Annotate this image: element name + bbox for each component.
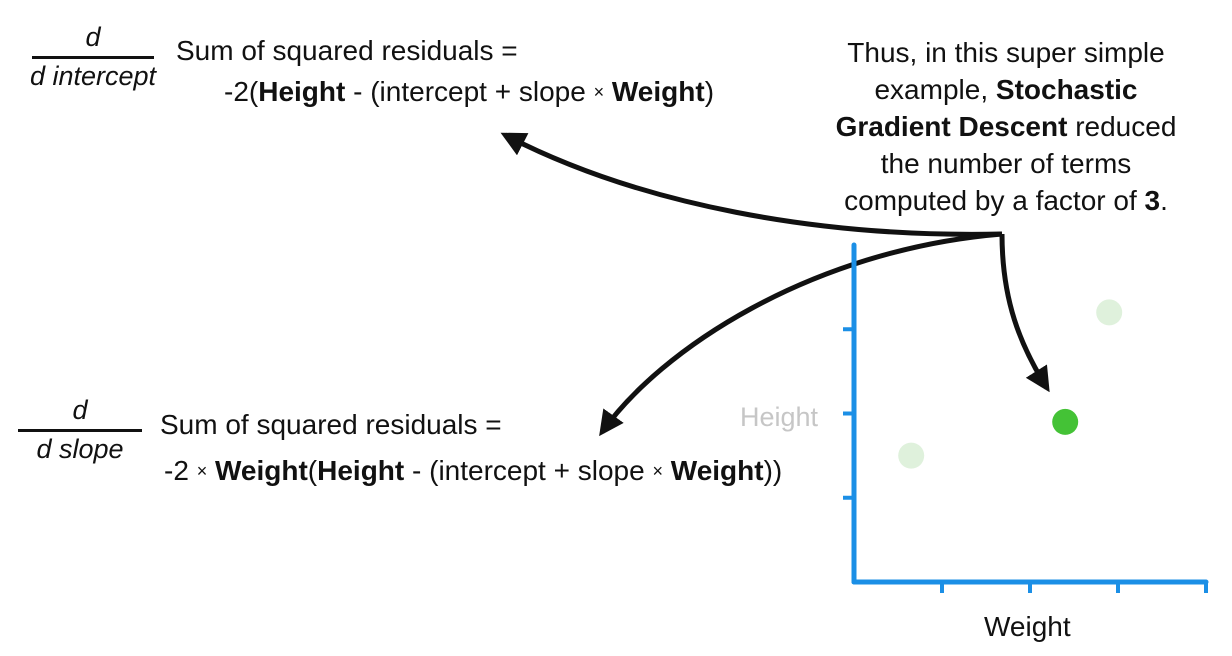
note-line: Thus, in this super simple	[847, 37, 1165, 68]
faded-data-point	[1096, 299, 1123, 326]
rhs-height: Height	[258, 76, 346, 107]
note-line: computed by a factor of 3.	[800, 182, 1212, 219]
rhs-text: - (intercept + slope	[345, 76, 594, 107]
rhs-weight: Weight	[670, 455, 764, 486]
note-text: example,	[874, 74, 996, 105]
rhs-text: )	[704, 76, 715, 107]
scatter-chart	[843, 242, 1209, 593]
note-text: .	[1160, 185, 1168, 216]
slope-derivative-lhs: Sum of squared residuals =	[160, 409, 502, 440]
arrow-to-highlighted-point	[999, 233, 1050, 393]
fraction-denominator: d slope	[36, 434, 124, 464]
note-emphasis: Gradient Descent	[835, 111, 1068, 142]
note-emphasis: 3	[1144, 185, 1161, 216]
rhs-weight: Weight	[611, 76, 705, 107]
x-axis-label: Weight	[984, 611, 1071, 642]
y-axis-label: Height	[740, 402, 819, 432]
rhs-text: ))	[763, 455, 783, 486]
slope-derivative-rhs: -2 × Weight(Height - (intercept + slope …	[164, 457, 782, 485]
note-text: computed by a factor of	[844, 185, 1145, 216]
intercept-derivative-fraction: d d intercept	[18, 24, 168, 90]
note-emphasis: Stochastic	[995, 74, 1138, 105]
fraction-numerator: d	[85, 22, 101, 52]
times-symbol: ×	[593, 82, 605, 102]
rhs-height: Height	[317, 455, 405, 486]
arrow-to-intercept-derivative	[500, 132, 1003, 237]
note-line: Gradient Descent reduced	[800, 108, 1212, 145]
times-symbol: ×	[652, 461, 663, 481]
rhs-text: - (intercept + slope	[404, 455, 653, 486]
rhs-text: -2(	[224, 76, 259, 107]
times-symbol: ×	[196, 461, 208, 481]
fraction-bar	[32, 56, 154, 59]
rhs-text: (	[307, 455, 318, 486]
note-line: example, Stochastic	[800, 71, 1212, 108]
summary-note: Thus, in this super simple example, Stoc…	[800, 34, 1212, 219]
arrows-group	[500, 132, 1050, 437]
note-line: the number of terms	[880, 148, 1132, 179]
intercept-derivative-lhs: Sum of squared residuals =	[176, 35, 518, 66]
arrow-to-slope-derivative	[599, 231, 1003, 437]
slope-derivative-fraction: d d slope	[18, 397, 142, 463]
intercept-derivative-rhs: -2(Height - (intercept + slope × Weight)	[224, 78, 714, 106]
rhs-weight: Weight	[214, 455, 308, 486]
faded-data-point	[898, 442, 925, 469]
highlighted-data-point	[1052, 408, 1079, 435]
fraction-numerator: d	[72, 395, 88, 425]
note-text: reduced	[1067, 111, 1177, 142]
fraction-denominator: d intercept	[29, 61, 157, 91]
fraction-bar	[18, 429, 142, 432]
rhs-text: -2	[164, 455, 197, 486]
